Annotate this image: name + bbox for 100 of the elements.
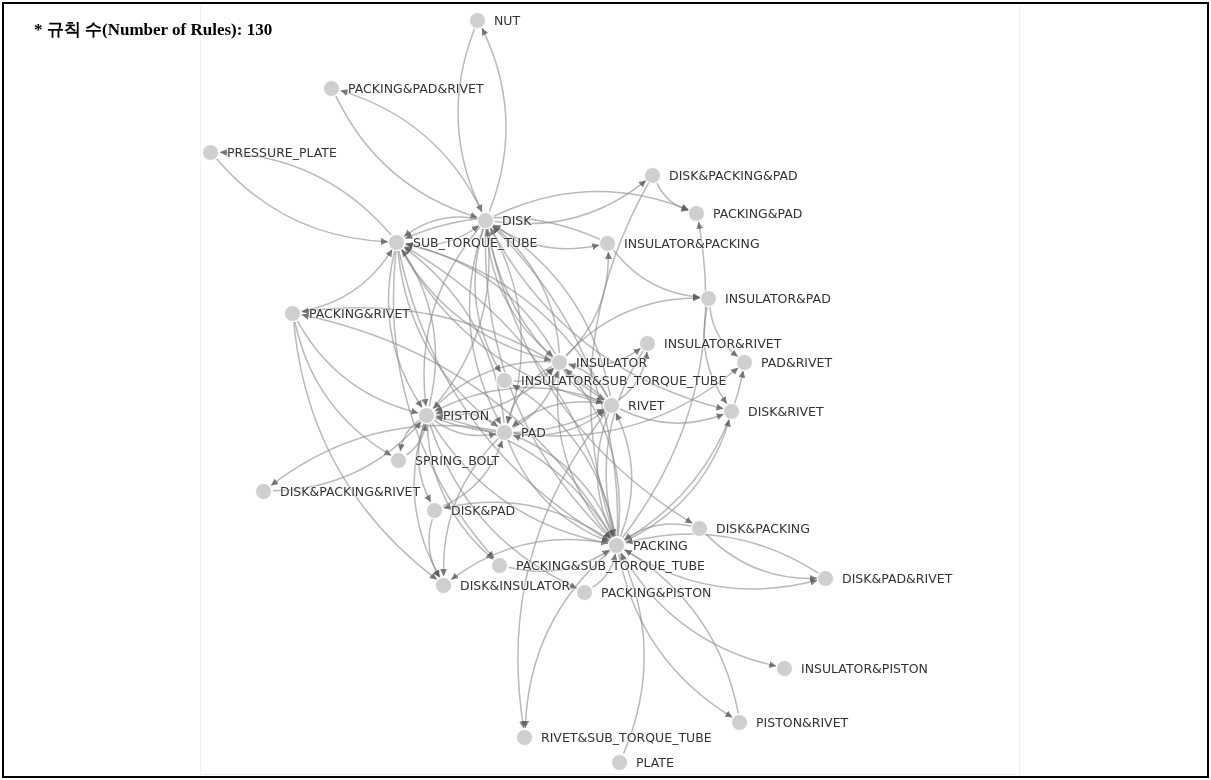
arrow [435,408,499,428]
arrow [513,367,555,382]
arrow [513,409,606,436]
arrow [656,182,690,212]
node-label: PACKING&RIVET [309,305,410,321]
arrow [433,419,497,439]
arrow [494,179,647,225]
arrow [565,368,621,537]
arrow [512,369,560,429]
arrow [507,549,611,573]
arrow [492,224,600,250]
arrow [404,216,601,241]
arrow [522,550,611,729]
arrow [489,227,523,425]
arrow [403,216,478,238]
arrow [612,249,701,300]
arrow [618,351,650,401]
arrow [565,251,612,357]
arrow [511,384,617,537]
arrow [413,422,441,578]
arrow [568,347,642,367]
node-label: DISK&INSULATOR [460,577,571,593]
node-label: PISTON [443,407,489,423]
arrow [405,242,557,355]
arrow [440,437,500,577]
arrow [493,190,690,217]
node-label: PAD&RIVET [761,354,833,370]
arrow [705,533,818,582]
arrow [443,501,611,541]
node-label: PACKING&PISTON [601,584,712,600]
node-label: DISK&PAD&RIVET [842,570,953,586]
arrow [486,228,694,525]
arrow [428,517,441,579]
arrow [623,549,819,590]
arrow [605,349,644,538]
node-label: PISTON&RIVET [756,714,849,730]
node-label: INSULATOR&PISTON [801,660,928,676]
node-label: DISK&RIVET [748,403,824,419]
arrow [489,227,725,411]
arrow [591,553,618,588]
arrow [511,401,604,428]
arrow [505,365,553,425]
node-label: INSULATOR&RIVET [664,335,782,351]
title: * 규칙 수(Number of Rules): 130 [34,19,273,41]
arrow [301,248,393,313]
arrow [434,408,605,434]
arrow [442,439,504,508]
node-label: INSULATOR&PACKING [624,235,760,251]
arrow [619,552,645,755]
arrow [401,248,437,408]
arrow [481,27,507,213]
node-label: PRESSURE_PLATE [227,144,337,160]
arrow [619,408,725,424]
node-label: DISK&PAD [451,502,516,518]
arrow [387,249,423,409]
arrow [272,421,422,492]
node-label: PLATE [636,754,674,770]
arrow [432,228,492,409]
arrow [615,412,633,538]
node-label: RIVET&SUB_TORQUE_TUBE [541,729,712,745]
node-label: DISK&PACKING&PAD [669,167,798,183]
arrow [623,523,692,541]
arrow [405,224,480,246]
arrow [421,226,481,407]
arrow [426,423,494,560]
arrow [216,158,389,245]
node-label: NUT [494,12,521,28]
node-label: DISK [502,212,532,228]
arrow [624,533,820,574]
arrow [405,423,428,456]
arrow [709,306,739,358]
node-label: INSULATOR [576,354,648,370]
node-label: SPRING_BOLT [415,452,500,468]
arrow [293,321,438,581]
arrow [624,418,731,542]
arrow [513,367,739,437]
arrow [517,411,608,729]
arrow [294,321,392,457]
arrow [398,419,421,452]
arrow [623,370,746,542]
arrow [457,27,483,213]
arrow [301,307,606,400]
node-label: INSULATOR&PAD [725,290,831,306]
node-label: PACKING [633,537,688,553]
arrow [392,250,495,560]
arrow [296,320,419,415]
arrow [270,424,497,487]
arrow [219,149,392,236]
arrow [556,370,612,539]
arrow [565,294,701,357]
node-label: PACKING&PAD&RIVET [348,80,484,96]
arrow [620,552,777,668]
node-label: PACKING&PAD [713,205,803,221]
arrow [621,221,707,539]
arrow [567,363,609,398]
arrow [429,422,578,590]
arrow [301,313,614,539]
node-label: SUB_TORQUE_TUBE [413,234,538,250]
node-label: PACKING&SUB_TORQUE_TUBE [516,557,705,573]
arrow [589,182,650,538]
